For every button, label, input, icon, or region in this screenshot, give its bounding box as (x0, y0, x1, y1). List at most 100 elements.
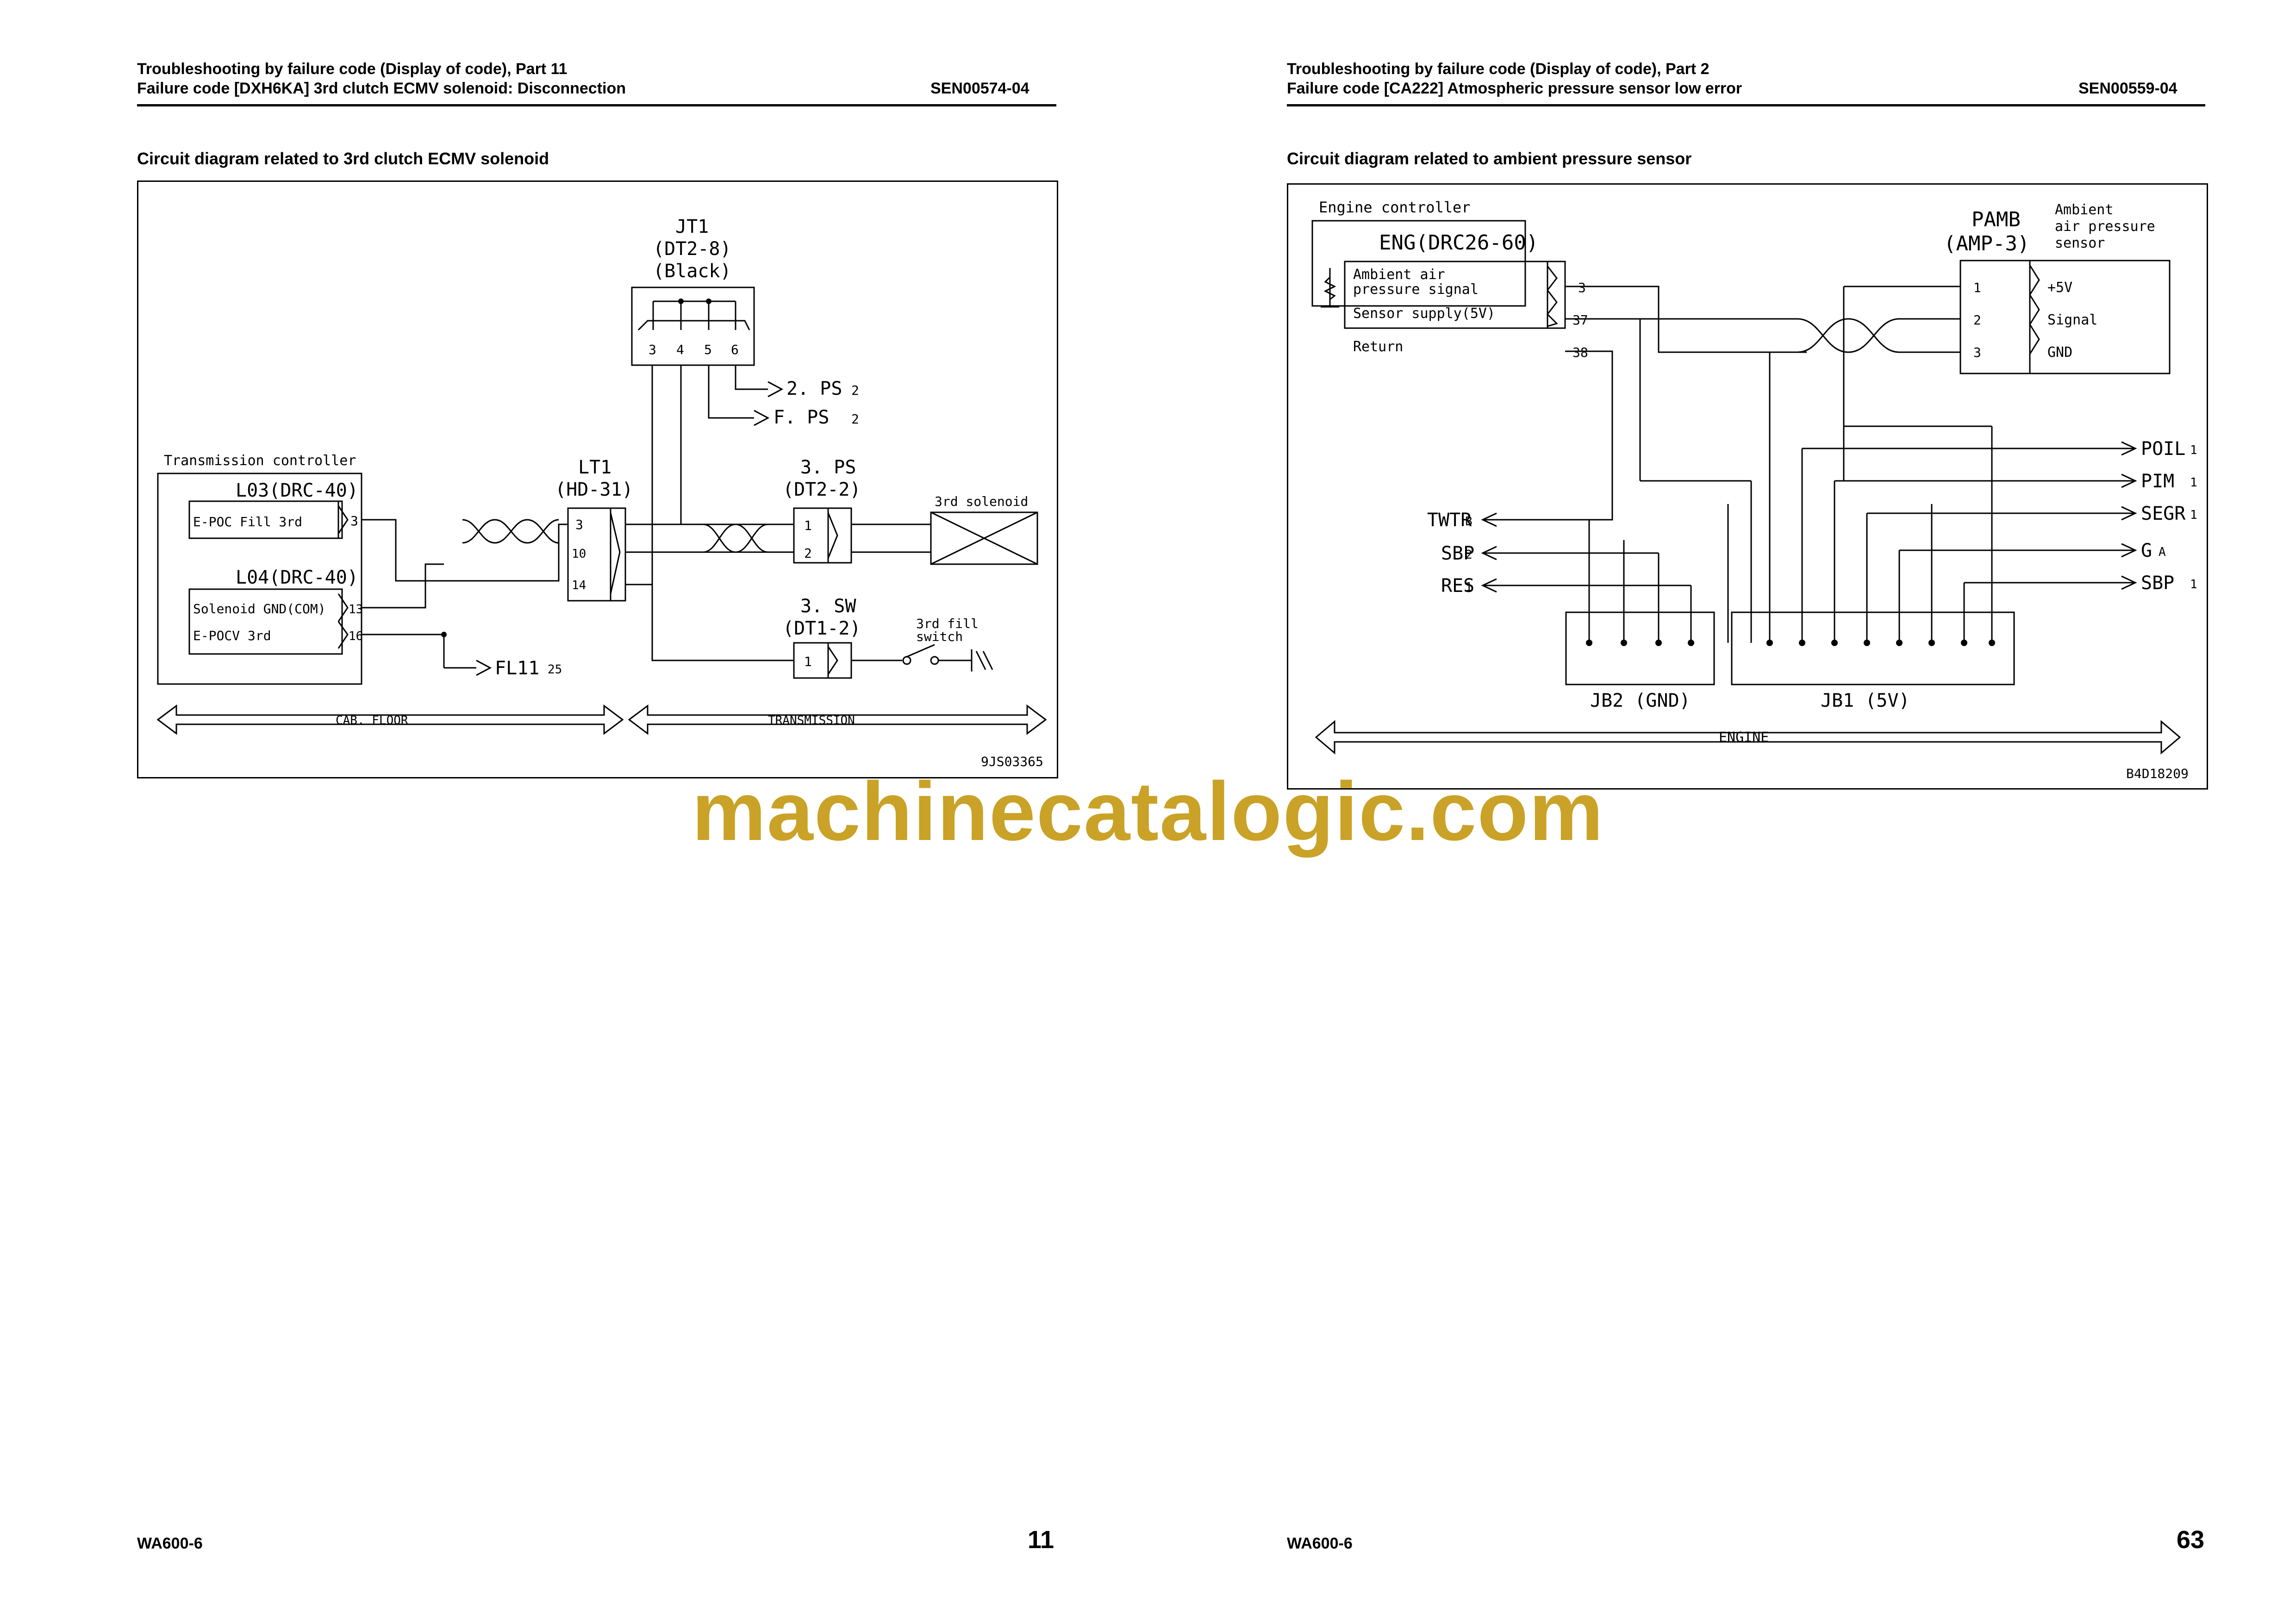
eng-signal-ambient-1: Ambient air (1353, 267, 1445, 283)
pamb-type: (AMP-3) (1944, 232, 2029, 255)
right-figure-id: B4D18209 (2126, 766, 2189, 781)
right-header-rule (1287, 104, 2205, 106)
ps3-pin-1: 1 (804, 518, 812, 533)
output-sbp-right-pin: 1 (2190, 578, 2197, 591)
right-diagram-frame: Engine controller ENG(DRC26-60) Ambient … (1287, 183, 2208, 790)
right-page-number: 63 (2177, 1526, 2205, 1554)
solenoid-label: 3rd solenoid (935, 494, 1028, 509)
right-doc-id: SEN00559-04 (2078, 80, 2177, 97)
l03-signal: E-POC Fill 3rd (193, 514, 302, 529)
ps3-pin-2: 2 (804, 546, 812, 561)
eng-connector: ENG(DRC26-60) (1379, 231, 1538, 255)
transmission-circuit-diagram: Transmission controller L03(DRC-40) E-PO… (156, 216, 1047, 769)
fl11-label: FL11 (495, 658, 539, 679)
fps-pin: 2 (851, 411, 859, 427)
sw3-name: 3. SW (800, 596, 856, 617)
jt1-type: (DT2-8) (653, 238, 731, 260)
left-figure-id: 9JS03365 (981, 754, 1043, 769)
output-sbp-right: SBP (2141, 572, 2174, 594)
pamb-name: PAMB (1972, 208, 2021, 231)
output-res-pin: 1 (1465, 580, 1472, 594)
pamb-pin-3: 3 (1973, 345, 1981, 360)
left-header-failure-code: Failure code [DXH6KA] 3rd clutch ECMV so… (137, 80, 626, 97)
eng-pin-37: 37 (1572, 312, 1588, 328)
pamb-signal-signal: Signal (2047, 312, 2097, 328)
left-page: Troubleshooting by failure code (Display… (137, 60, 1058, 1554)
pamb-pin-2: 2 (1973, 312, 1981, 328)
output-segr-pin: 1 (2190, 508, 2197, 522)
fl11-pin: 25 (548, 663, 562, 677)
fps-label: F. PS (774, 407, 829, 428)
lt1-pin-14: 14 (572, 579, 586, 592)
engine-controller-label: Engine controller (1319, 199, 1471, 216)
right-footer-model: WA600-6 (1287, 1535, 1353, 1552)
jb2-label: JB2 (GND) (1590, 690, 1691, 711)
output-res: RES (1441, 575, 1474, 597)
output-sbp-left-pin: 2 (1465, 548, 1472, 562)
output-twtr: TWTR (1427, 510, 1472, 531)
output-g-pin: A (2159, 545, 2166, 559)
l04-connector: L04(DRC-40) (236, 567, 358, 588)
sensor-label-2: air pressure (2055, 218, 2155, 235)
fill-switch-label-2: switch (916, 629, 963, 644)
l04-pin-13: 13 (349, 603, 363, 616)
zone-transmission: TRANSMISSION (768, 714, 855, 728)
jb1-label: JB1 (5V) (1821, 690, 1910, 711)
jt1-pin-4: 4 (676, 342, 684, 357)
ps3-type: (DT2-2) (783, 479, 861, 500)
ps2-pin: 2 (851, 383, 859, 398)
right-diagram-title: Circuit diagram related to ambient press… (1287, 149, 1692, 168)
ps3-name: 3. PS (800, 457, 856, 478)
right-header-title: Troubleshooting by failure code (Display… (1287, 60, 1710, 78)
eng-pin-38: 38 (1572, 345, 1588, 360)
output-g: G (2141, 540, 2152, 561)
left-page-number: 11 (1028, 1526, 1054, 1554)
lt1-pin-3: 3 (575, 517, 583, 532)
ps2-label: 2. PS (786, 378, 842, 399)
lt1-type: (HD-31) (555, 479, 633, 500)
watermark-text: machinecatalogic.com (692, 765, 1604, 858)
right-header-failure-code: Failure code [CA222] Atmospheric pressur… (1287, 80, 1742, 97)
output-twtr-pin: B (1465, 515, 1472, 529)
output-pim: PIM (2141, 471, 2174, 492)
pamb-signal-gnd: GND (2047, 344, 2072, 361)
jt1-pin-6: 6 (731, 342, 739, 357)
zone-engine: ENGINE (1719, 729, 1769, 746)
sensor-label-3: sensor (2055, 235, 2105, 251)
pamb-pin-1: 1 (1973, 280, 1981, 295)
jt1-pin-3: 3 (649, 342, 656, 357)
jt1-name: JT1 (675, 216, 709, 237)
zone-cab-floor: CAB. FLOOR (336, 714, 408, 728)
output-pim-pin: 1 (2190, 476, 2197, 490)
jt1-color: (Black) (653, 261, 731, 282)
left-header-title: Troubleshooting by failure code (Display… (137, 60, 568, 78)
l04-signal-epocv: E-POCV 3rd (193, 628, 271, 643)
jt1-pin-5: 5 (704, 342, 712, 357)
lt1-pin-10: 10 (572, 547, 586, 561)
eng-pin-3: 3 (1578, 280, 1586, 295)
right-page: Troubleshooting by failure code (Display… (1148, 0, 2296, 1624)
l03-pin: 3 (350, 513, 358, 529)
sw3-pin-1: 1 (804, 654, 812, 669)
left-footer-model: WA600-6 (137, 1535, 203, 1552)
left-diagram-frame: Transmission controller L03(DRC-40) E-PO… (137, 180, 1058, 778)
output-poil-pin: 1 (2190, 443, 2197, 457)
eng-signal-return: Return (1353, 339, 1403, 355)
eng-signal-supply: Sensor supply(5V) (1353, 305, 1495, 322)
l04-signal-gnd: Solenoid GND(COM) (193, 601, 326, 616)
sw3-type: (DT1-2) (783, 618, 861, 639)
sensor-label-1: Ambient (2055, 202, 2113, 218)
controller-label: Transmission controller (164, 453, 356, 469)
l04-pin-16: 16 (349, 629, 363, 643)
left-diagram-title: Circuit diagram related to 3rd clutch EC… (137, 149, 549, 168)
output-segr: SEGR (2141, 503, 2186, 524)
output-sbp-left: SBP (1441, 543, 1474, 564)
lt1-name: LT1 (578, 457, 611, 478)
left-header-rule (137, 104, 1056, 106)
fill-switch-label-1: 3rd fill (916, 616, 979, 631)
eng-signal-ambient-2: pressure signal (1353, 281, 1479, 298)
pamb-signal-5v: +5V (2047, 280, 2072, 296)
output-poil: POIL (2141, 438, 2185, 460)
ambient-pressure-circuit-diagram: Engine controller ENG(DRC26-60) Ambient … (1311, 199, 2197, 781)
l03-connector: L03(DRC-40) (236, 480, 358, 501)
